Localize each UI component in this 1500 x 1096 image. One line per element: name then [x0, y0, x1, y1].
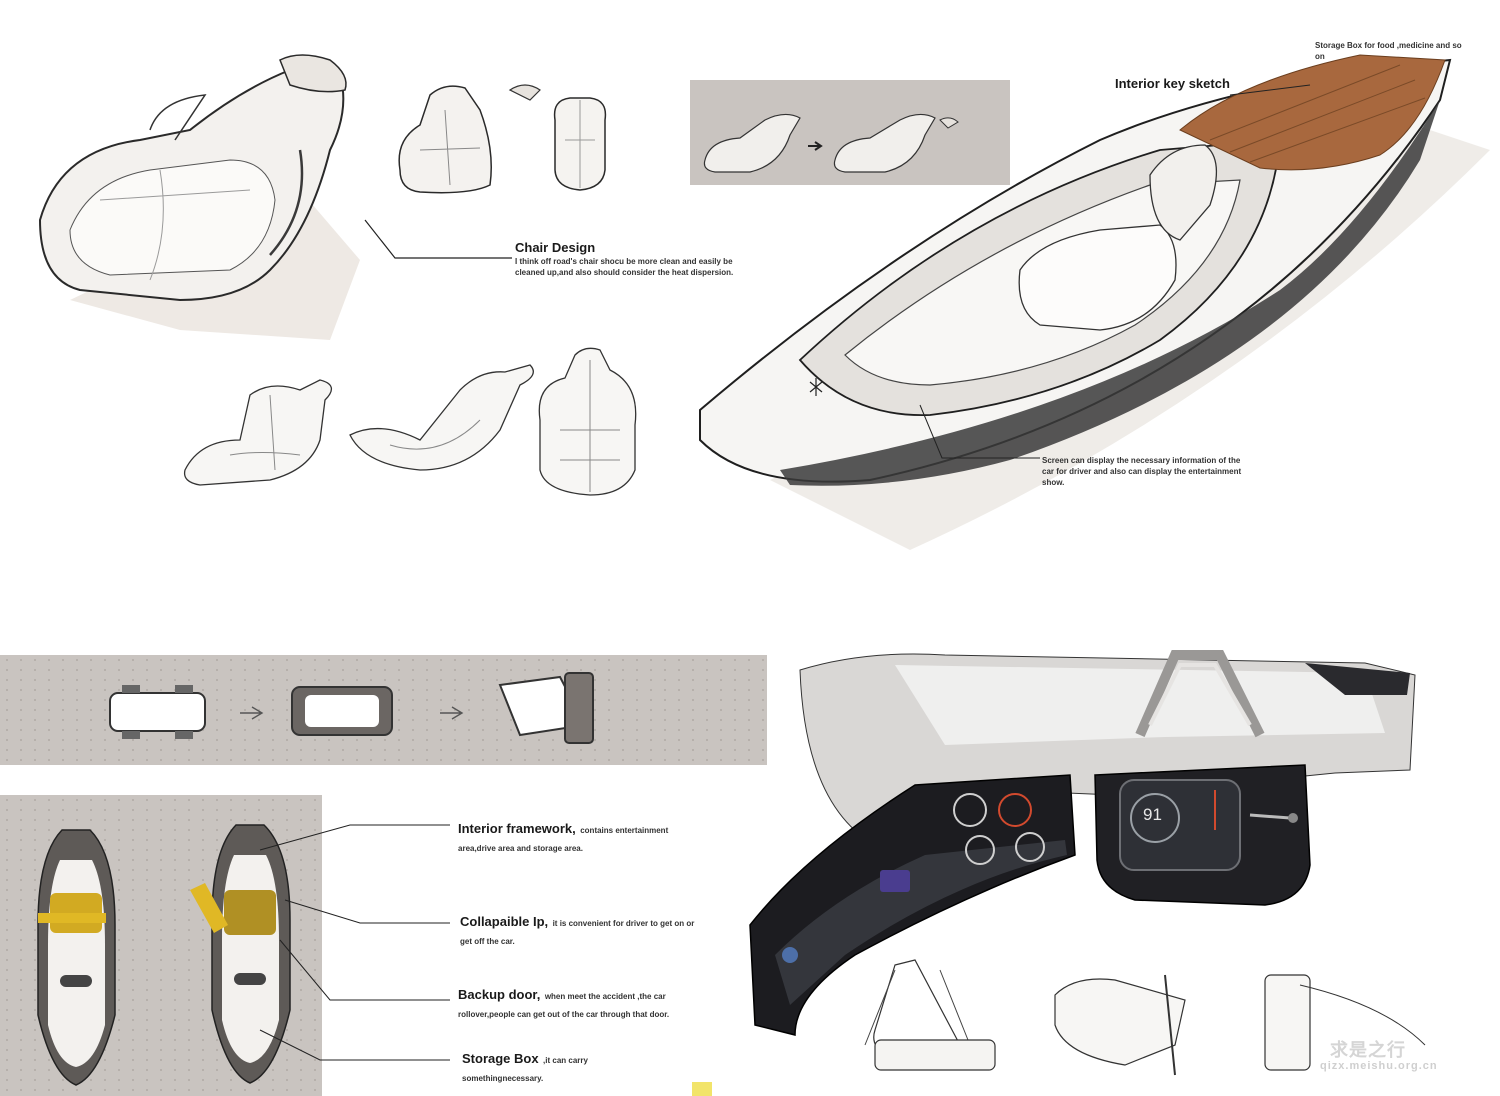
framework-panel — [0, 795, 322, 1096]
main-seat-sketch — [0, 0, 760, 560]
framework-label-0: Interior framework, contains entertainme… — [458, 820, 678, 856]
layout-transform-sketch — [0, 655, 767, 765]
chair-design-title: Chair Design — [515, 240, 596, 255]
framework-label-3-text: ,it can carry somethingnecessary. — [462, 1056, 588, 1083]
framework-label-1-text: it is convenient for driver to get on or… — [460, 919, 695, 946]
yellow-tag — [692, 1082, 712, 1096]
framework-label-0-text: contains entertainment area,drive area a… — [458, 826, 669, 853]
screen-note: Screen can display the necessary informa… — [1042, 456, 1242, 487]
dashboard-render — [745, 625, 1500, 1096]
speed-readout: 91 — [1143, 805, 1162, 824]
layout-transform-strip — [0, 655, 767, 765]
interior-sketch-section: Interior key sketch Storage Box for food… — [680, 40, 1500, 570]
steering-sketches — [745, 625, 1500, 1096]
watermark-brand: 求是之行 — [1330, 1040, 1406, 1060]
framework-label-2-text: when meet the accident ,the car rollover… — [458, 992, 670, 1019]
framework-label-2-title: Backup door, — [458, 987, 541, 1002]
seat-transform-panel — [690, 80, 1010, 185]
framework-label-0-title: Interior framework, — [458, 821, 576, 836]
watermark-url: qizx.meishu.org.cn — [1320, 1060, 1438, 1072]
framework-label-1: Collapaible Ip, it is convenient for dri… — [460, 913, 700, 949]
framework-label-1-title: Collapaible Ip, — [460, 914, 549, 929]
chair-design-description: I think off road's chair shocu be more c… — [515, 257, 734, 277]
interior-body-sketch — [680, 40, 1490, 550]
framework-label-3-title: Storage Box — [462, 1051, 539, 1066]
seat-transform-sketch — [690, 80, 1010, 185]
framework-label-2: Backup door, when meet the accident ,the… — [458, 986, 718, 1022]
storage-note: Storage Box for food ,medicine and so on — [1315, 41, 1462, 61]
framework-label-3: Storage Box ,it can carry somethingneces… — [462, 1050, 662, 1086]
chair-design-section: Chair Design I think off road's chair sh… — [0, 0, 760, 560]
dashboard-section: 91 — [745, 625, 1500, 1096]
framework-pointers — [260, 795, 720, 1096]
framework-top-view — [0, 795, 322, 1096]
interior-sketch-title: Interior key sketch — [1115, 76, 1230, 91]
